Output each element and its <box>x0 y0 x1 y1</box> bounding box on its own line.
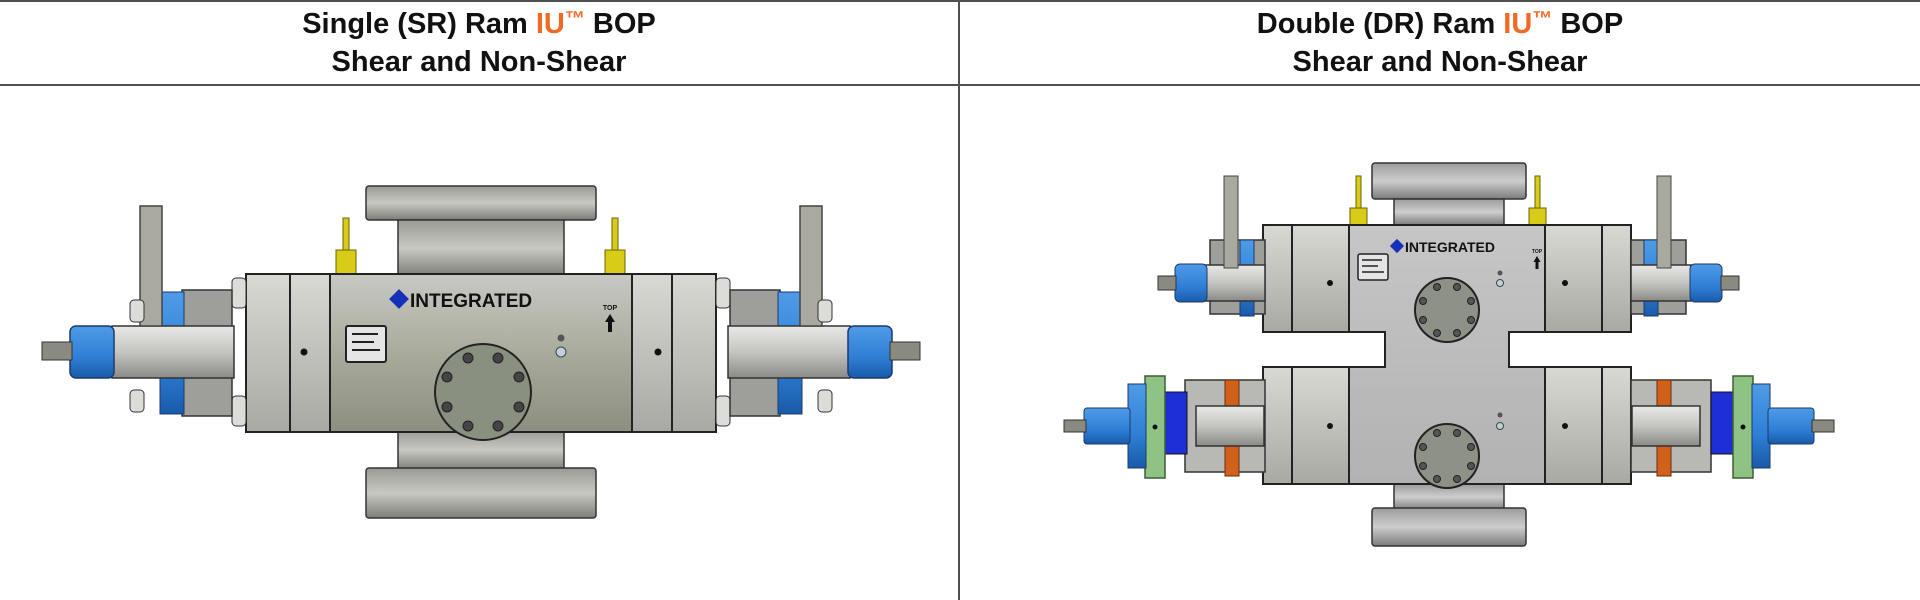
title-accent: IU™ <box>536 8 585 40</box>
up-arrow-icon <box>605 314 615 332</box>
single-ram-bop-drawing: INTEGRATED TOP <box>41 185 921 519</box>
table-top-border <box>0 0 1920 2</box>
header-double-ram: Double (DR) Ram IU™ BOP Shear and Non-Sh… <box>960 2 1920 84</box>
header-subtitle: Shear and Non-Shear <box>331 46 627 78</box>
trademark-symbol: ™ <box>564 8 585 30</box>
brand-label: INTEGRATED <box>410 291 532 312</box>
double-ram-bop-drawing: INTEGRATED TOP <box>1063 162 1835 547</box>
trademark-symbol: ™ <box>1532 8 1553 30</box>
integrated-logo: INTEGRATED <box>389 289 532 312</box>
nameplate <box>1357 253 1389 281</box>
title-suffix: BOP <box>1552 8 1624 40</box>
integrated-logo: INTEGRATED <box>1389 238 1495 255</box>
accent-text: IU <box>1503 8 1533 40</box>
nameplate <box>345 325 387 363</box>
header-title: Double (DR) Ram IU™ BOP <box>1257 5 1623 43</box>
title-text: Single (SR) Ram <box>302 8 536 40</box>
title-text: Double (DR) Ram <box>1256 8 1504 40</box>
accent-text: IU <box>535 8 565 40</box>
header-divider <box>0 84 1920 86</box>
up-arrow-icon <box>1533 256 1541 269</box>
header-title: Single (SR) Ram IU™ BOP <box>302 5 656 43</box>
brand-label: INTEGRATED <box>1405 239 1495 255</box>
title-accent: IU™ <box>1503 8 1552 40</box>
top-label: TOP <box>603 305 618 312</box>
header-subtitle: Shear and Non-Shear <box>1292 46 1588 78</box>
title-suffix: BOP <box>584 8 656 40</box>
double-ram-bop-image: INTEGRATED TOP <box>960 86 1920 600</box>
top-label: TOP <box>1532 249 1543 255</box>
single-ram-bop-image: INTEGRATED TOP <box>0 86 958 600</box>
valve-icon <box>335 217 626 275</box>
header-single-ram: Single (SR) Ram IU™ BOP Shear and Non-Sh… <box>0 2 958 84</box>
column-divider <box>958 0 960 600</box>
port-flange <box>434 343 532 441</box>
